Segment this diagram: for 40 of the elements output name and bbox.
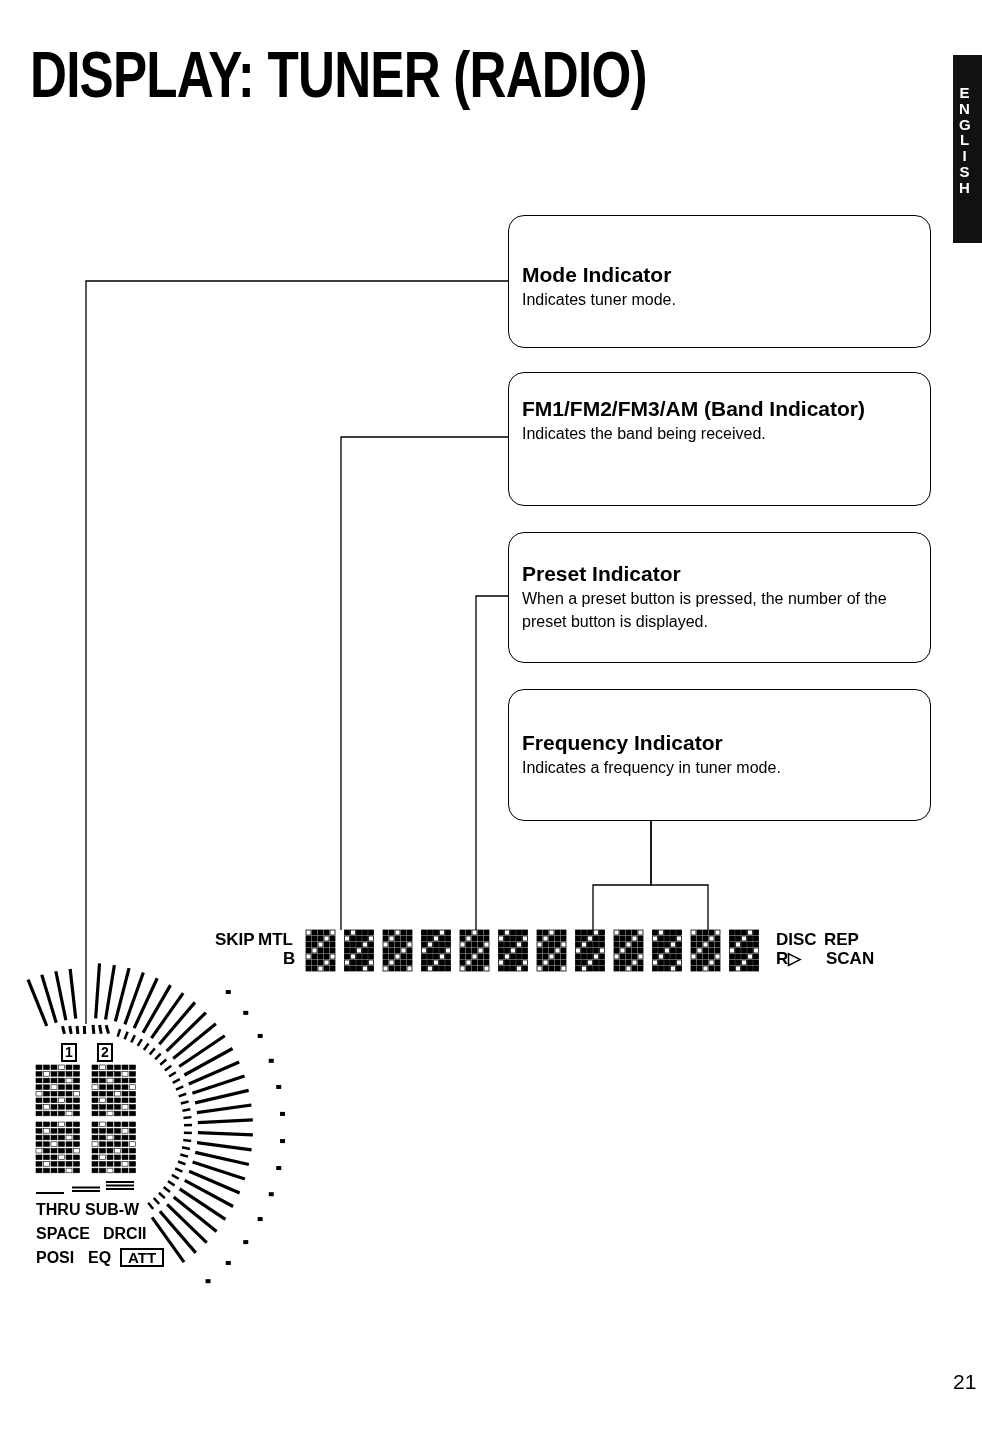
page-number: 21 xyxy=(953,1372,977,1391)
callout-description: Indicates the band being received. xyxy=(522,424,767,444)
callout-heading: Mode Indicator xyxy=(522,262,673,287)
indicator-label: THRU xyxy=(36,1200,81,1219)
callout-box xyxy=(508,215,931,348)
indicator-label: POSI xyxy=(36,1248,75,1267)
indicator-label: R▷ xyxy=(776,949,802,968)
callout-box xyxy=(508,689,931,821)
indicator-label: REP xyxy=(824,930,859,949)
indicator-label: EQ xyxy=(88,1248,112,1267)
callout-description: Indicates a frequency in tuner mode. xyxy=(522,758,782,778)
dot-matrix-character xyxy=(690,929,721,972)
channel-number: 2 xyxy=(97,1043,113,1062)
callout-box xyxy=(508,532,931,663)
indicator-label: SCAN xyxy=(826,949,875,968)
callout-description: Indicates tuner mode. xyxy=(522,290,677,310)
indicator-label: ATT xyxy=(120,1248,165,1267)
dot-matrix-character xyxy=(344,929,374,972)
indicator-label: B xyxy=(283,949,296,968)
indicator-label: MTL xyxy=(258,930,293,949)
leader-line xyxy=(340,436,509,931)
segment-ticks xyxy=(61,1024,110,1035)
indicator-label: DISC xyxy=(776,930,817,949)
dot-matrix-character xyxy=(575,929,605,972)
callout-description: When a preset button is pressed, the number of the preset button is displayed. xyxy=(522,589,888,632)
language-tab-label: ENGLISH xyxy=(959,85,970,196)
dot-matrix-character xyxy=(459,929,490,972)
leader-line xyxy=(85,280,509,1025)
callout-heading: Frequency Indicator xyxy=(522,730,724,755)
callout-box xyxy=(508,372,931,506)
channel-number: 1 xyxy=(61,1043,77,1062)
indicator-label: SPACE xyxy=(36,1224,90,1243)
indicator-label: SUB-W xyxy=(85,1200,140,1219)
page-title: DISPLAY: TUNER (RADIO) xyxy=(30,38,647,112)
indicator-label: SKIP xyxy=(215,930,255,949)
leader-line xyxy=(475,595,509,931)
callout-heading: Preset Indicator xyxy=(522,561,682,586)
callout-heading: FM1/FM2/FM3/AM (Band Indicator) xyxy=(522,396,866,421)
indicator-label: DRCII xyxy=(103,1224,147,1243)
leader-line xyxy=(650,820,709,931)
